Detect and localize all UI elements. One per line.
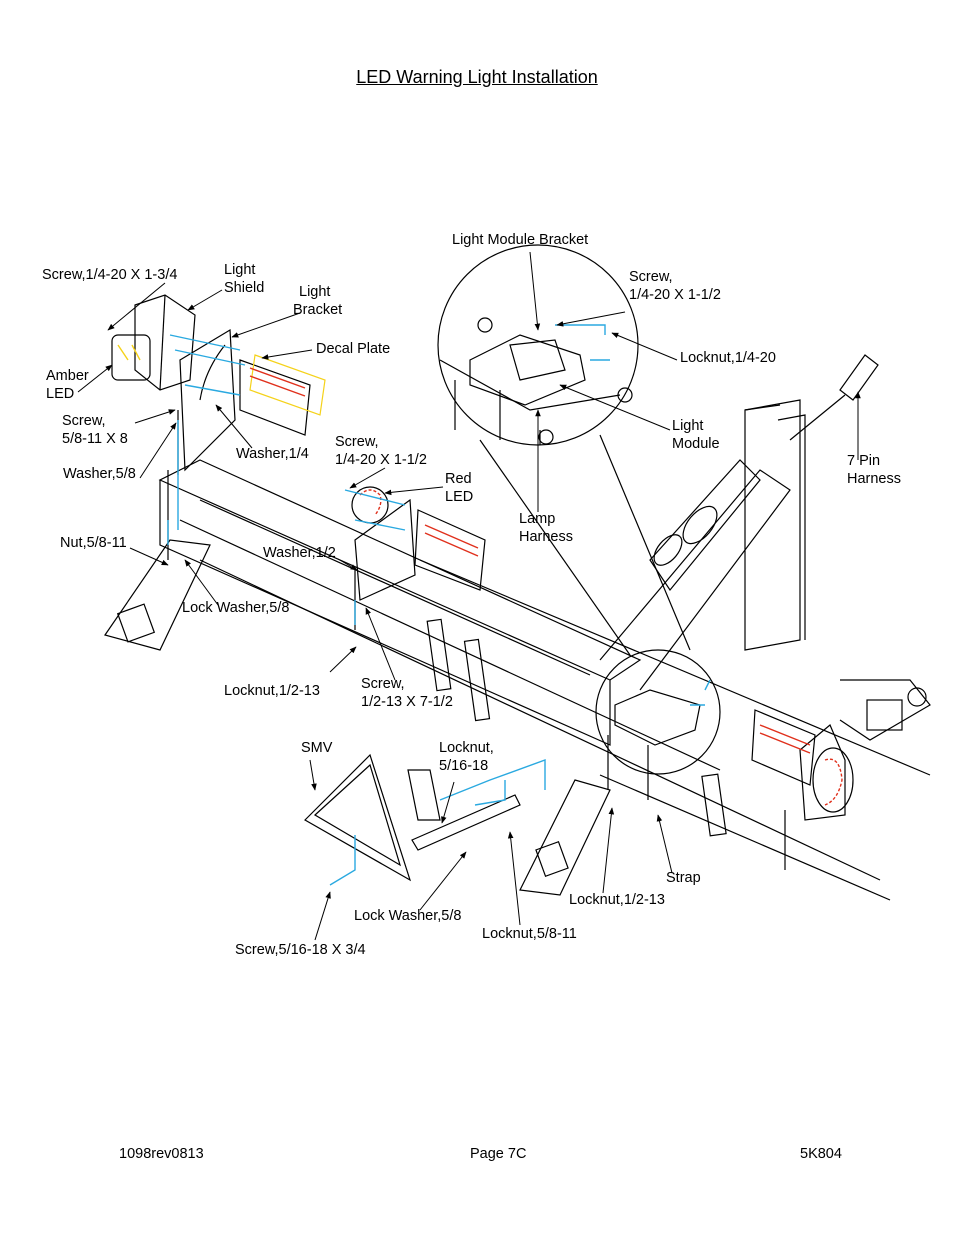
label-smv: SMV (301, 740, 333, 756)
center-light-bracket (354, 498, 416, 601)
label-lock-washer-5-8-top: Lock Washer,5/8 (182, 600, 290, 616)
left-light-bracket (179, 328, 236, 472)
label-red-led: Red LED (445, 471, 474, 505)
footer-part-number: 5K804 (800, 1146, 842, 1162)
label-washer-5-8: Washer,5/8 (63, 466, 136, 482)
label-screw-5-16-18-x-3-4: Screw,5/16-18 X 3/4 (235, 942, 366, 958)
label-washer-1-4: Washer,1/4 (236, 446, 309, 462)
smv-emblem (304, 753, 412, 882)
label-lock-washer-5-8-bottom: Lock Washer,5/8 (354, 908, 462, 924)
label-washer-1-2: Washer,1/2 (263, 545, 336, 561)
label-light-shield: Light Shield (224, 262, 265, 296)
label-nut-5-8-11: Nut,5/8-11 (60, 535, 127, 551)
label-locknut-1-2-13-right: Locknut,1/2-13 (569, 892, 665, 908)
label-light-bracket: Light Bracket (293, 284, 343, 318)
label-locknut-5-8-11: Locknut,5/8-11 (482, 926, 577, 942)
label-screw-1-4-20-x-1-1-2-left: Screw, 1/4-20 X 1-1/2 (335, 434, 427, 468)
label-light-module: Light Module (672, 418, 720, 452)
label-screw-1-4-20-x-1-3-4: Screw,1/4-20 X 1-3/4 (42, 267, 178, 283)
detail-circle-bottom (595, 649, 721, 775)
label-locknut-5-16-18: Locknut, 5/16-18 (439, 740, 494, 774)
label-light-module-bracket: Light Module Bracket (452, 232, 589, 248)
footer-page-number: Page 7C (470, 1146, 527, 1162)
label-7-pin-harness: 7 Pin Harness (847, 453, 901, 487)
page-title: LED Warning Light Installation (356, 67, 598, 87)
footer-document-number: 1098rev0813 (119, 1146, 204, 1162)
main-beam (158, 459, 642, 681)
label-screw-1-2-13-x-7-1-2: Screw, 1/2-13 X 7-1/2 (361, 676, 453, 710)
label-locknut-1-4-20: Locknut,1/4-20 (680, 350, 776, 366)
label-decal-plate: Decal Plate (316, 341, 391, 357)
label-lamp-harness: Lamp Harness (519, 511, 573, 545)
label-strap: Strap (666, 870, 701, 886)
label-screw-5-8-11-x-8: Screw, 5/8-11 X 8 (62, 413, 128, 447)
label-screw-1-4-20-x-1-1-2-right: Screw, 1/4-20 X 1-1/2 (629, 269, 721, 303)
label-amber-led: Amber LED (46, 368, 89, 402)
label-locknut-1-2-13-left: Locknut,1/2-13 (224, 683, 320, 699)
hitch-plate (104, 539, 211, 651)
